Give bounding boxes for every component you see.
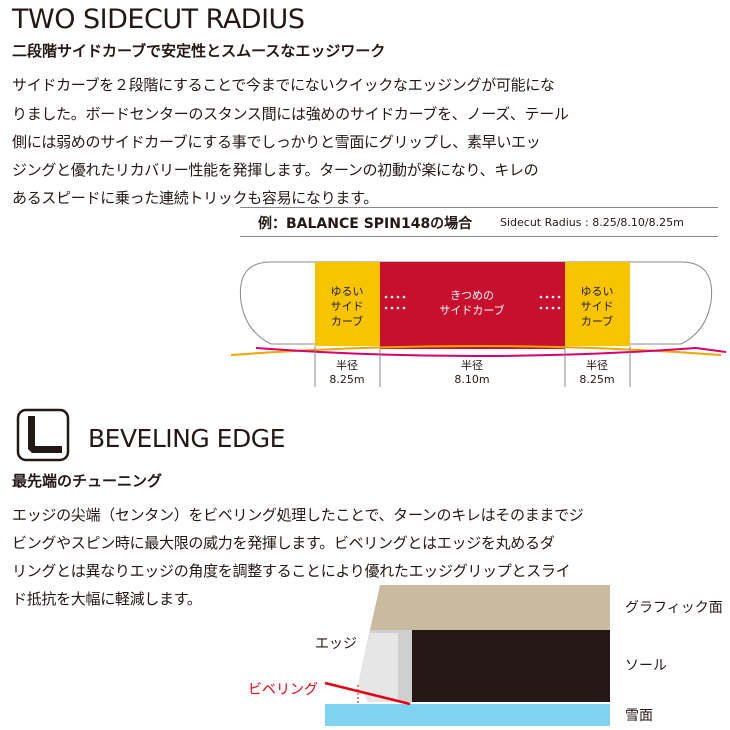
snowboard-sidecut-diagram: ゆるい サイド カーブ きつめの サイドカーブ ゆるい サイド カーブ (230, 261, 726, 387)
zone-left-line: ゆるい (331, 285, 364, 298)
body-line: ド抵抗を大幅に軽減します。 (12, 590, 202, 608)
radius-value: 8.10m (454, 373, 490, 386)
section-title-sidecut: TWO SIDECUT RADIUS (12, 4, 305, 35)
beveled-edge-icon (16, 408, 70, 462)
body-line: ビングやスピン時に最大限の威力を発揮します。ビベリングとはエッジを丸めるダ (12, 534, 555, 552)
example-divider-bottom (240, 236, 718, 237)
radius-label-right: 半径 8.25m (579, 359, 614, 387)
snow-surface-label: 雪面 (625, 708, 653, 724)
radius-value: 8.25m (579, 373, 615, 386)
edge-cross-section-diagram (324, 585, 610, 726)
zone-right-line: ゆるい (581, 285, 614, 298)
zone-center-line: きつめの (450, 289, 494, 302)
sidecut-radius-spec: Sidecut Radius : 8.25/8.10/8.25m (500, 216, 684, 229)
edge-label: エッジ (315, 636, 357, 652)
body-line: リングとは異なりエッジの角度を調整することにより優れたエッジグリップとスライ (12, 562, 571, 580)
body-line: サイドカーブを２段階にすることで今までにないクイックなエッジングが可能にな (12, 76, 555, 94)
body-line: エッジの尖端（センタン）をビベリング処理したことで、ターンのキレはそのままでジ (12, 506, 584, 524)
radius-caption: 半径 (336, 359, 358, 372)
body-line: りました。ボードセンターのスタンス間には強めのサイドカーブを、ノーズ、テール (12, 105, 569, 123)
radius-caption: 半径 (586, 359, 608, 372)
section-title-beveling: BEVELING EDGE (88, 424, 285, 453)
tight-zone-center (380, 262, 565, 349)
tight-curve-line (255, 346, 726, 357)
radius-caption: 半径 (461, 359, 483, 372)
graphic-surface-label: グラフィック面 (625, 600, 723, 616)
radius-label-left: 半径 8.25m (329, 359, 364, 387)
body-line: 側には弱めのサイドカーブにする事でしっかりと雪面にグリップし、素早いエッ (12, 133, 541, 151)
soft-zone-left (315, 262, 380, 346)
section-subtitle-beveling: 最先端のチューニング (12, 472, 163, 490)
example-label: 例：BALANCE SPIN148の場合 (258, 216, 473, 232)
bevel-angle-line (324, 681, 411, 706)
snow-layer (325, 704, 610, 726)
dots-right (539, 295, 561, 310)
zone-right-line: サイド (581, 300, 614, 313)
soft-zone-right (565, 262, 630, 346)
zone-center-line: サイドカーブ (439, 303, 504, 317)
edge-inner-highlight (358, 633, 398, 702)
zone-right-line: カーブ (581, 314, 613, 328)
radius-value: 8.25m (329, 373, 365, 386)
section-subtitle-sidecut: 二段階サイドカーブで安定性とスムースなエッジワーク (12, 42, 386, 60)
bevel-label: ビベリング (248, 682, 318, 698)
radius-label-center: 半径 8.10m (454, 359, 489, 387)
body-line: ジングと優れたリカバリー性能を発揮します。ターンの初動が楽になり、キレの (12, 161, 539, 179)
example-divider-top (240, 207, 718, 208)
sole-label: ソール (625, 658, 667, 674)
zone-left-line: カーブ (331, 314, 363, 328)
dots-left (384, 295, 406, 310)
body-line: あるスピードに乗った連続トリックも容易になります。 (12, 189, 379, 207)
graphic-layer (370, 585, 610, 630)
zone-left-line: サイド (331, 300, 364, 313)
sole-layer (412, 630, 610, 702)
